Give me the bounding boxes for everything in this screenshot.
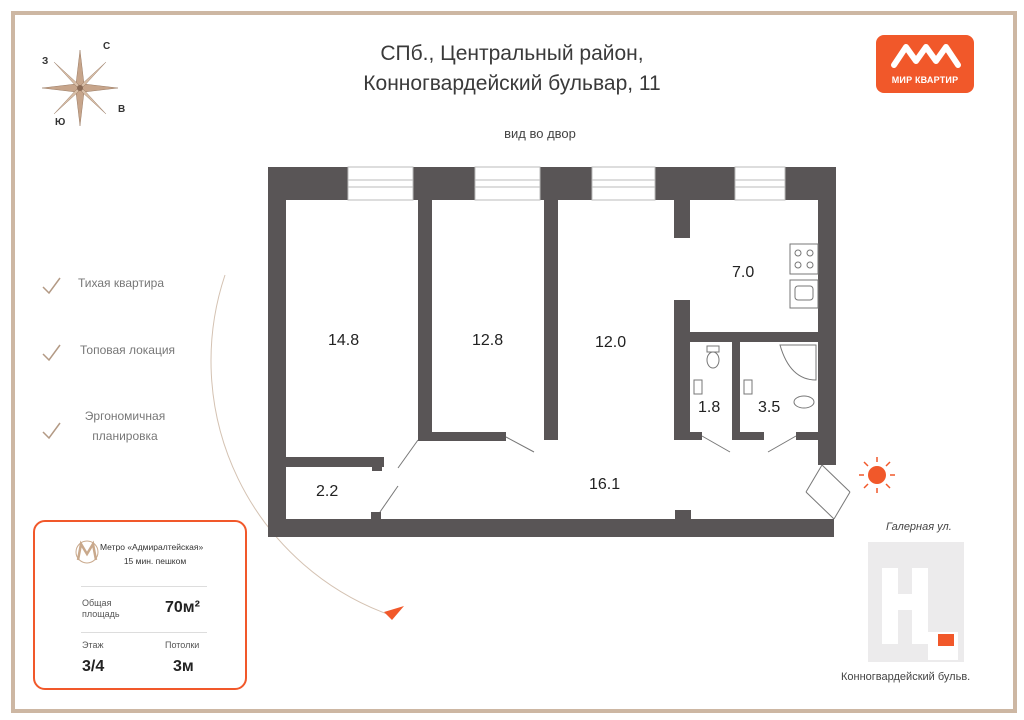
check-icon xyxy=(42,422,61,440)
street-top-label: Галерная ул. xyxy=(886,521,952,533)
compass-west: З xyxy=(42,56,49,67)
feature-quiet: Тихая квартира xyxy=(78,276,164,290)
sun-icon xyxy=(859,457,895,493)
compass-south: Ю xyxy=(55,117,66,128)
feature-layout-line-2: планировка xyxy=(92,429,158,443)
feature-location: Топовая локация xyxy=(80,343,176,357)
toilet-icon xyxy=(706,345,720,369)
brand-logo[interactable]: МИР КВАРТИР xyxy=(876,35,974,93)
storage-area: 2.2 xyxy=(316,483,339,500)
metro-name: Метро «Адмиралтейская» xyxy=(100,542,204,552)
logo-text: МИР КВАРТИР xyxy=(891,75,959,85)
wc-area: 1.8 xyxy=(698,399,721,416)
area-label-line-1: Общая xyxy=(82,598,112,608)
shower-icon xyxy=(779,344,817,381)
washbasin-icon xyxy=(693,379,815,409)
address-line-1: СПб., Центральный район, xyxy=(380,42,644,65)
kitchen-area: 7.0 xyxy=(732,264,755,281)
area-label-line-2: площадь xyxy=(82,609,120,619)
sink-icon xyxy=(789,279,819,309)
room-area-2: 12.8 xyxy=(472,332,504,349)
location-map xyxy=(868,542,964,662)
compass-rose-icon xyxy=(41,49,119,127)
hall-area: 16.1 xyxy=(589,476,621,493)
street-bottom-label: Конногвардейский бульв. xyxy=(841,671,971,683)
address-line-2: Конногвардейский бульвар, 11 xyxy=(363,72,661,95)
ceiling-value: 3м xyxy=(173,658,194,675)
ceiling-label: Потолки xyxy=(165,640,200,650)
logo-mark-icon xyxy=(891,44,961,68)
view-label: вид во двор xyxy=(504,126,576,141)
metro-icon xyxy=(75,540,99,564)
stove-icon xyxy=(789,243,819,275)
floor-label: Этаж xyxy=(82,640,104,650)
compass-north: С xyxy=(103,41,111,52)
divider xyxy=(81,632,207,633)
moon-icon xyxy=(215,266,232,300)
check-icon xyxy=(42,277,61,295)
metro-walk: 15 мин. пешком xyxy=(123,556,187,566)
divider xyxy=(81,586,207,587)
compass-east: В xyxy=(118,104,126,115)
check-icon xyxy=(42,344,61,362)
walls xyxy=(268,167,836,537)
info-card: Метро «Адмиралтейская» 15 мин. пешком Об… xyxy=(33,520,247,690)
room-area-1: 14.8 xyxy=(328,332,360,349)
feature-layout-line-1: Эргономичная xyxy=(84,409,166,423)
floor-value: 3/4 xyxy=(82,658,105,675)
room-area-3: 12.0 xyxy=(595,334,627,351)
arrow-icon xyxy=(384,606,404,620)
area-value: 70м² xyxy=(165,599,200,616)
bathroom-area: 3.5 xyxy=(758,399,781,416)
